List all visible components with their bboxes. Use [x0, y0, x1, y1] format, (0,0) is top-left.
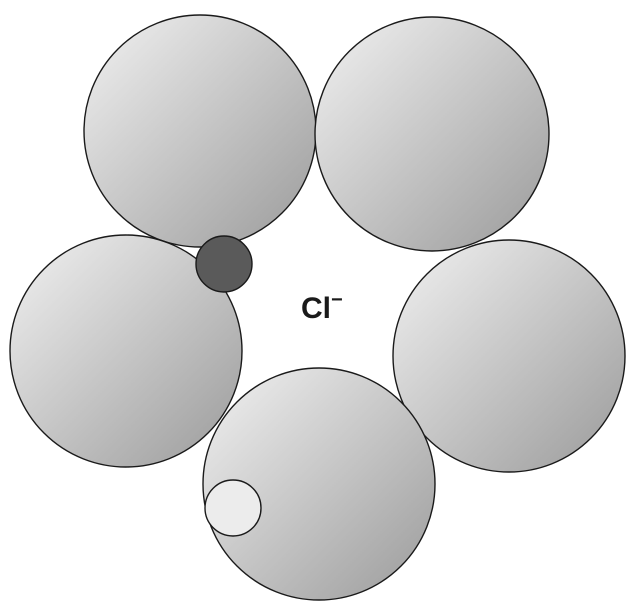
ion-charge: −: [331, 289, 343, 311]
chloride-ion-label: Cl−: [301, 289, 343, 325]
light-atom: [204, 479, 262, 537]
solvent-sphere-top-right: [314, 16, 550, 252]
ion-symbol: Cl: [301, 292, 331, 325]
dark-atom: [195, 235, 253, 293]
solvent-sphere-middle-right: [392, 239, 626, 473]
solvent-sphere-bottom: [202, 367, 436, 601]
solvent-sphere-top-left: [83, 14, 317, 248]
solvent-sphere-middle-left: [9, 234, 243, 468]
